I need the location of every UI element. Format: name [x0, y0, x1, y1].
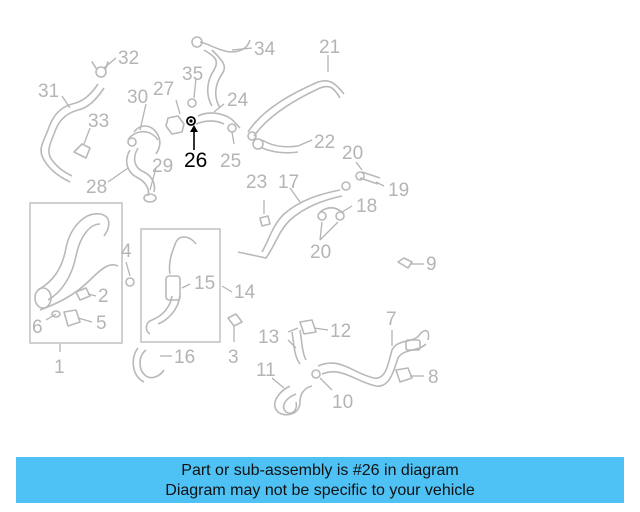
- part-26-highlight: [186, 116, 196, 126]
- part-16-hose: [132, 347, 165, 383]
- callout-24: 24: [227, 90, 249, 111]
- part-22-hose: [252, 138, 299, 154]
- part-10-clamp: [311, 369, 321, 379]
- part-28-hose: [125, 147, 156, 197]
- banner-line-disclaimer: Diagram may not be specific to your vehi…: [165, 482, 475, 499]
- callout-9: 9: [426, 254, 437, 275]
- part-2-clamp: [75, 287, 91, 301]
- banner-line-part: Part or sub-assembly is #26 in diagram: [181, 462, 459, 479]
- part-27-connector: [165, 115, 185, 135]
- callout-12: 12: [330, 321, 351, 342]
- part-21-hose: [247, 79, 345, 141]
- callout-17: 17: [278, 172, 299, 193]
- callout-25: 25: [220, 151, 241, 172]
- parts-diagram: 26 32 34 21 31 35 27 30 24 33 23 22 20 2…: [29, 36, 439, 416]
- callout-3: 3: [228, 347, 239, 368]
- callout-26-arrowhead: [190, 125, 198, 132]
- callout-6: 6: [32, 317, 43, 338]
- part-3-clamp: [227, 313, 243, 327]
- part-6-seal: [51, 310, 61, 318]
- callout-20-top: 20: [342, 143, 363, 164]
- callout-33: 33: [88, 111, 109, 132]
- part-30-hose: [127, 125, 161, 155]
- part-35-clamp: [187, 98, 197, 108]
- part-9-clamp: [397, 257, 413, 269]
- callout-31: 31: [38, 81, 59, 102]
- callout-7: 7: [386, 309, 397, 330]
- callout-30: 30: [127, 87, 148, 108]
- callout-23: 23: [246, 172, 267, 193]
- callout-27: 27: [153, 79, 174, 100]
- part-24-hose: [195, 112, 241, 129]
- part-34-hose: [191, 36, 251, 109]
- callout-20-bottom: 20: [310, 242, 331, 263]
- part-15-valve: [165, 275, 181, 301]
- callout-1: 1: [54, 357, 65, 378]
- callout-19: 19: [388, 180, 409, 201]
- callout-32: 32: [118, 48, 139, 69]
- part-18-hose: [317, 206, 345, 221]
- callout-35: 35: [182, 64, 203, 85]
- callout-15: 15: [194, 273, 215, 294]
- part-17-hose: [237, 189, 343, 259]
- part-19-hose: [341, 171, 381, 191]
- callout-13: 13: [258, 327, 279, 348]
- part-5-fitting: [63, 309, 81, 327]
- part-32-clamp: [91, 61, 109, 78]
- callout-4: 4: [121, 241, 132, 262]
- callout-18: 18: [356, 196, 377, 217]
- leader-lines: [45, 47, 424, 391]
- callout-28: 28: [86, 177, 107, 198]
- callout-22: 22: [314, 132, 335, 153]
- assembly-box-14: [140, 228, 221, 343]
- part-25-clamp: [227, 123, 237, 133]
- callout-14: 14: [234, 282, 256, 303]
- callout-8: 8: [428, 367, 439, 388]
- info-banner: Part or sub-assembly is #26 in diagram D…: [16, 457, 624, 503]
- callout-34: 34: [254, 39, 276, 60]
- callout-26: 26: [184, 149, 207, 172]
- part-12-fitting: [299, 319, 317, 335]
- callout-2: 2: [98, 286, 109, 307]
- part-8-connector: [395, 367, 413, 383]
- part-29-clamp: [143, 193, 157, 203]
- callout-16: 16: [174, 347, 195, 368]
- part-23-clamp: [259, 215, 271, 227]
- part-14-hose-assembly: [145, 236, 197, 335]
- callout-11: 11: [256, 360, 276, 381]
- callout-10: 10: [332, 392, 353, 413]
- callout-29: 29: [152, 156, 173, 177]
- callout-21: 21: [319, 37, 340, 58]
- part-13-hose: [291, 329, 307, 365]
- part-4-clamp: [125, 277, 135, 287]
- part-33-clamp: [73, 143, 91, 159]
- part-7-hose: [317, 329, 430, 387]
- part-11-hose: [274, 385, 313, 416]
- part-31-hose: [40, 83, 105, 183]
- assembly-box-1: [29, 202, 123, 344]
- callout-5: 5: [96, 313, 107, 334]
- part-1-hose-assembly: [34, 213, 119, 311]
